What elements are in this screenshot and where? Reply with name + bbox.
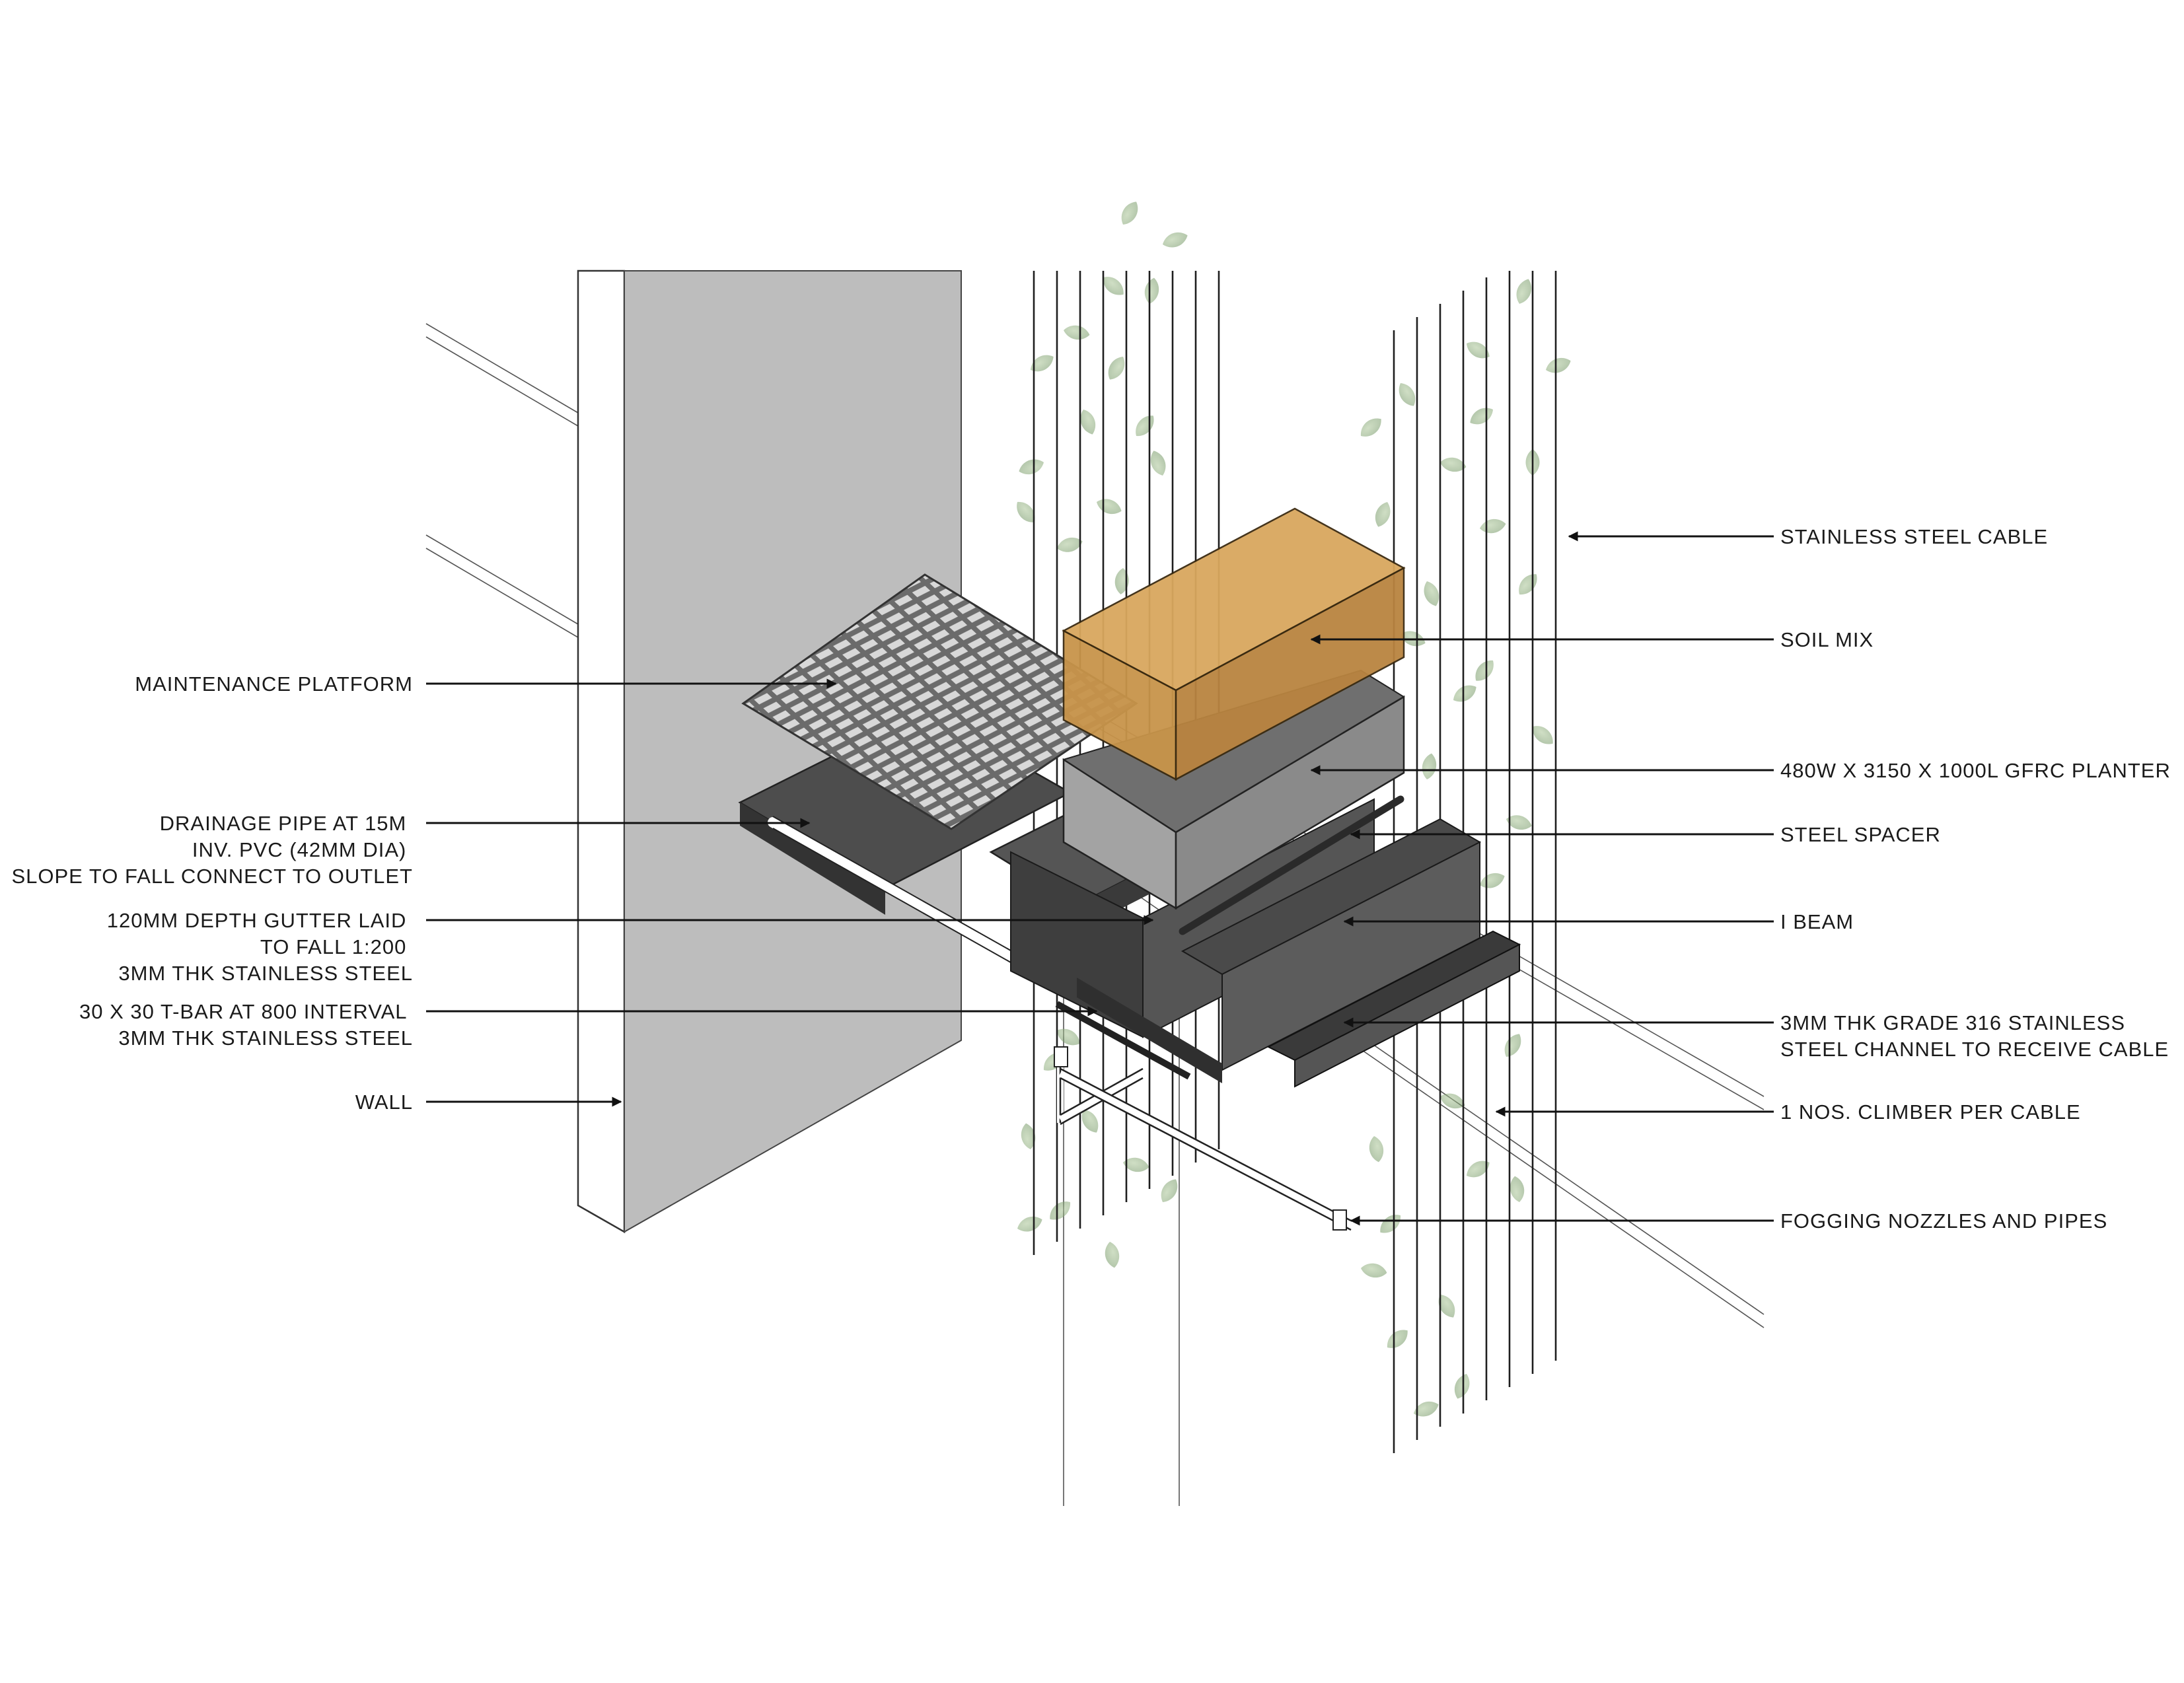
t-bar bbox=[1055, 1001, 1191, 1080]
label-soil-mix: SOIL MIX bbox=[1780, 628, 1874, 651]
label-wall: WALL bbox=[355, 1091, 413, 1114]
labels-right: STAINLESS STEEL CABLE SOIL MIX 480W X 31… bbox=[1780, 525, 2171, 1233]
label-drainage-pipe: DRAINAGE PIPE AT 15M INV. PVC (42MM DIA)… bbox=[11, 812, 413, 888]
fogging-pipes bbox=[1054, 1046, 1353, 1231]
label-gfrc-planter: 480W X 3150 X 1000L GFRC PLANTER bbox=[1780, 759, 2171, 782]
steel-spacer bbox=[1179, 795, 1404, 935]
labels-left: MAINTENANCE PLATFORM DRAINAGE PIPE AT 15… bbox=[11, 672, 413, 1114]
soil-mix bbox=[1062, 507, 1406, 781]
leader-lines bbox=[426, 531, 1774, 1226]
label-maintenance-platform: MAINTENANCE PLATFORM bbox=[135, 672, 413, 696]
wall bbox=[577, 269, 962, 1234]
label-stainless-steel-cable: STAINLESS STEEL CABLE bbox=[1780, 525, 2048, 548]
steel-channel bbox=[1266, 930, 1521, 1088]
label-steel-spacer: STEEL SPACER bbox=[1780, 823, 1941, 846]
label-steel-channel: 3MM THK GRADE 316 STAINLESS STEEL CHANNE… bbox=[1780, 1011, 2169, 1061]
drainage-pipe bbox=[768, 816, 1036, 974]
i-beams bbox=[1010, 798, 1482, 1083]
gfrc-planter bbox=[1062, 669, 1405, 910]
label-i-beam: I BEAM bbox=[1780, 910, 1854, 933]
label-climber: 1 NOS. CLIMBER PER CABLE bbox=[1780, 1100, 2081, 1124]
label-t-bar: 30 X 30 T-BAR AT 800 INTERVAL 3MM THK ST… bbox=[79, 1000, 413, 1050]
label-gutter: 120MM DEPTH GUTTER LAID TO FALL 1:200 3M… bbox=[107, 909, 413, 985]
label-fogging: FOGGING NOZZLES AND PIPES bbox=[1780, 1209, 2107, 1233]
